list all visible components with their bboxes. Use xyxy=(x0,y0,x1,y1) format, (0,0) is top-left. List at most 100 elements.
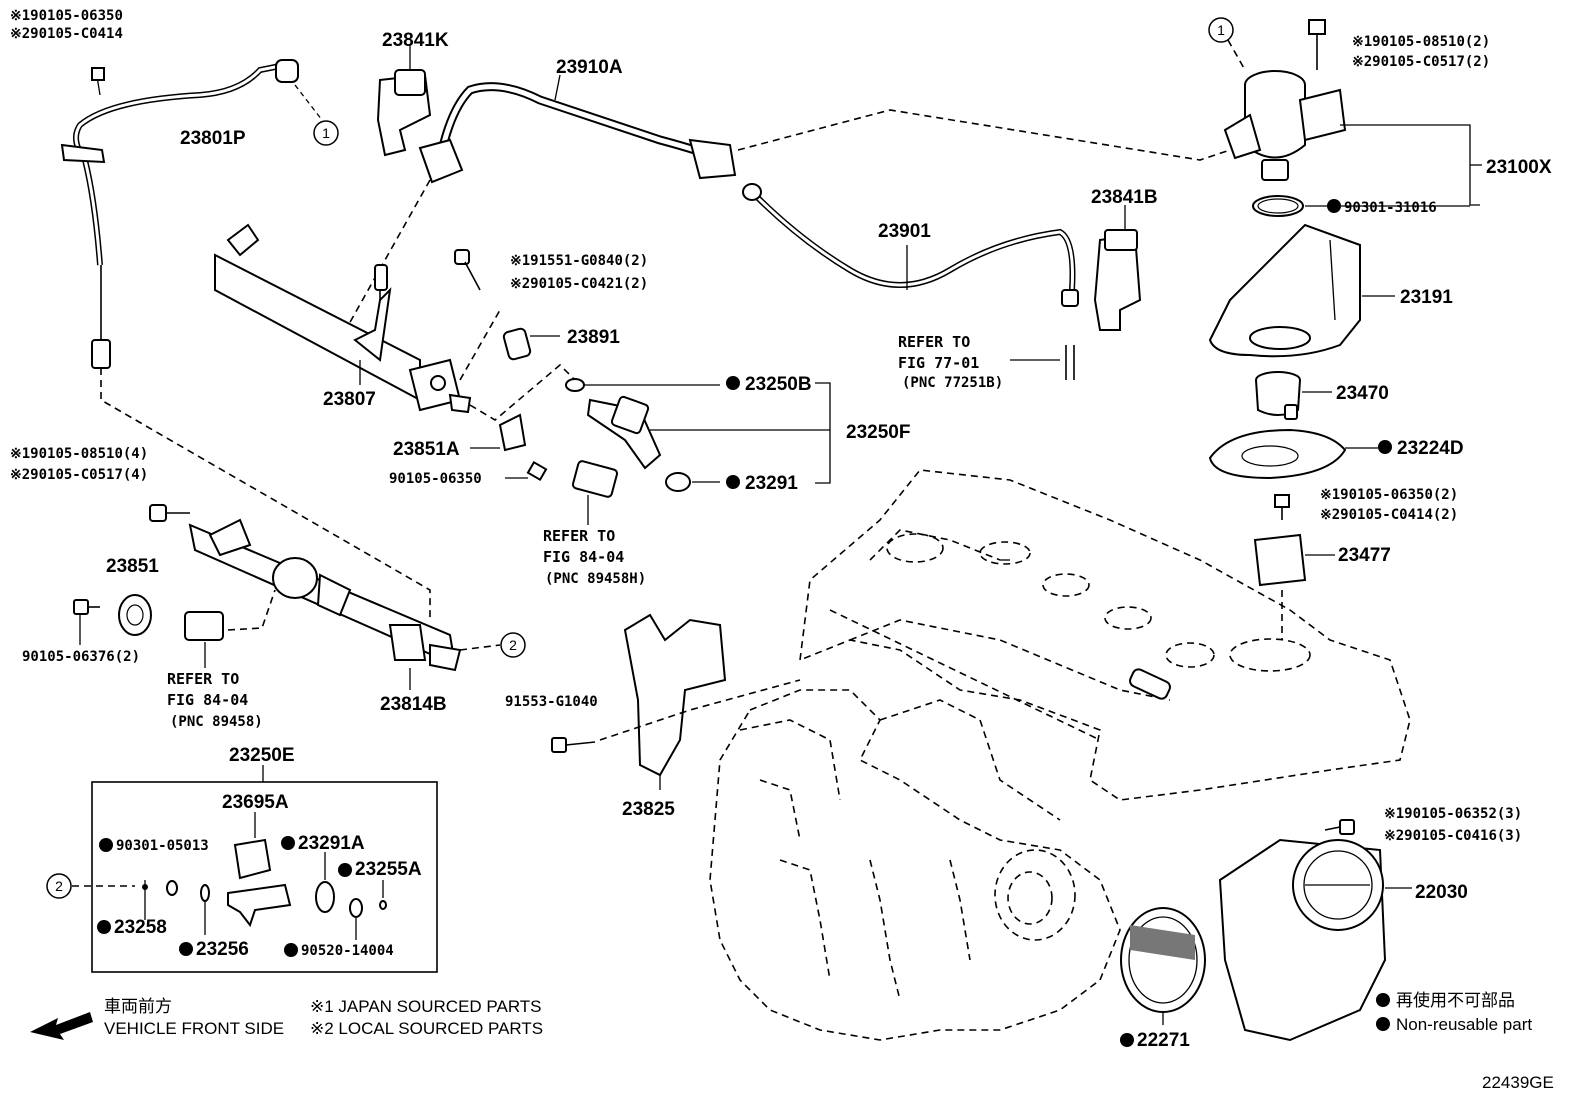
clip-23851A xyxy=(470,413,619,525)
bullet-dot-icon xyxy=(97,920,111,934)
note-rail-2: ※290105-C0517(4) xyxy=(10,467,148,483)
ref3-line2: FIG 84-04 xyxy=(167,691,248,709)
bullet-dot-icon xyxy=(1376,993,1390,1007)
connector-23841K xyxy=(376,45,432,157)
label-23250E: 23250E xyxy=(229,745,295,766)
ref2-line3: (PNC 89458H) xyxy=(545,571,646,587)
front-direction-jp: 車両前方 xyxy=(104,997,172,1016)
note-mid-2: ※290105-C0421(2) xyxy=(510,276,648,292)
ref1-line3: (PNC 77251B) xyxy=(902,375,1003,391)
label-23255A: 23255A xyxy=(355,859,422,880)
bullet-dot-icon xyxy=(1376,1017,1390,1031)
pipe-23901 xyxy=(742,183,1079,380)
nonreusable-legend: 再使用不可部品 Non-reusable part xyxy=(1396,990,1532,1034)
sleeve-23470 xyxy=(1255,371,1332,420)
injector-kit-23250E xyxy=(72,765,438,973)
bullet-dot-icon xyxy=(1378,440,1392,454)
note-tr-1: ※190105-08510(2) xyxy=(1352,34,1490,50)
bullet-dot-icon xyxy=(284,943,298,957)
label-22271: 22271 xyxy=(1137,1030,1190,1051)
front-direction-en: VEHICLE FRONT SIDE xyxy=(104,1019,284,1038)
callout-number: 1 xyxy=(322,125,330,141)
callout-1-top-left: 1 xyxy=(313,120,339,146)
label-90301-31016: 90301-31016 xyxy=(1344,200,1437,216)
engine-outline xyxy=(709,469,1411,1041)
label-23825: 23825 xyxy=(622,799,675,820)
throttle-body-22030 xyxy=(1218,819,1412,1042)
label-23470: 23470 xyxy=(1336,383,1389,404)
note-22030-1: ※190105-06352(3) xyxy=(1384,806,1522,822)
label-23807: 23807 xyxy=(323,389,376,410)
label-23291: 23291 xyxy=(745,473,798,494)
callout-2-rail: 2 xyxy=(500,632,526,658)
label-23100X: 23100X xyxy=(1486,157,1552,178)
hose-23910A xyxy=(339,74,1231,341)
label-23801P: 23801P xyxy=(180,128,246,149)
note-tl-1: ※190105-06350 xyxy=(10,8,123,24)
label-91553-G1040: 91553-G1040 xyxy=(505,694,598,710)
note-22030-2: ※290105-C0416(3) xyxy=(1384,828,1522,844)
ref1-line1: REFER TO xyxy=(898,333,970,351)
label-23224D: 23224D xyxy=(1397,438,1464,459)
label-23841K: 23841K xyxy=(382,30,449,51)
label-23258: 23258 xyxy=(114,917,167,938)
ref3-line1: REFER TO xyxy=(167,670,239,688)
label-23256: 23256 xyxy=(196,939,249,960)
gasket-23224D xyxy=(1208,428,1378,480)
ref1-line2: FIG 77-01 xyxy=(898,354,979,372)
nonreusable-en: Non-reusable part xyxy=(1396,1015,1532,1034)
circle-callout-icon xyxy=(313,120,339,146)
front-direction-legend: 車両前方 VEHICLE FRONT SIDE xyxy=(30,997,284,1040)
label-22030: 22030 xyxy=(1415,882,1468,903)
circle-callout-icon xyxy=(46,873,72,899)
label-23851: 23851 xyxy=(106,556,159,577)
note-23477-2: ※290105-C0414(2) xyxy=(1320,507,1458,523)
label-23477: 23477 xyxy=(1338,545,1391,566)
callout-number: 2 xyxy=(55,878,63,894)
injector-23250F xyxy=(565,378,831,492)
label-23841B: 23841B xyxy=(1091,187,1158,208)
diagram-id: 22439GE xyxy=(1482,1073,1554,1092)
fuel-rail-23814B xyxy=(149,504,501,690)
bullet-dot-icon xyxy=(1327,199,1341,213)
note-mid-1: ※191551-G0840(2) xyxy=(510,253,648,269)
note-rail-1: ※190105-08510(4) xyxy=(10,446,148,462)
label-23814B: 23814B xyxy=(380,694,447,715)
bullet-dot-icon xyxy=(726,376,740,390)
note-tl-2: ※290105-C0414 xyxy=(10,26,123,42)
circle-callout-icon xyxy=(1208,17,1234,43)
label-90105-06376: 90105-06376(2) xyxy=(22,649,140,665)
label-23250B: 23250B xyxy=(745,374,812,395)
label-23891: 23891 xyxy=(567,327,620,348)
label-23910A: 23910A xyxy=(556,57,623,78)
bracket-23191 xyxy=(1208,223,1395,358)
nonreusable-jp: 再使用不可部品 xyxy=(1396,990,1515,1010)
note-23477-1: ※190105-06350(2) xyxy=(1320,487,1458,503)
bracket-23825 xyxy=(551,613,801,790)
bullet-dot-icon xyxy=(726,475,740,489)
bullet-dot-icon xyxy=(338,863,352,877)
label-23250F: 23250F xyxy=(846,422,910,443)
fuel-pump-23100X xyxy=(1223,19,1482,217)
bolt-and-cap-23891 xyxy=(454,249,560,361)
callout-2-kit: 2 xyxy=(46,873,72,899)
sleeve-23477 xyxy=(1253,494,1335,640)
ref2-line1: REFER TO xyxy=(543,527,615,545)
bullet-dot-icon xyxy=(1120,1033,1134,1047)
label-23291A: 23291A xyxy=(298,833,365,854)
local-sourced-note: ※2 LOCAL SOURCED PARTS xyxy=(310,1019,543,1038)
source-legend: ※1 JAPAN SOURCED PARTS ※2 LOCAL SOURCED … xyxy=(310,997,543,1038)
note-tr-2: ※290105-C0517(2) xyxy=(1352,54,1490,70)
grommet-23851 xyxy=(73,589,276,668)
label-23851A: 23851A xyxy=(393,439,460,460)
ref2-line2: FIG 84-04 xyxy=(543,548,624,566)
ref3-line3: (PNC 89458) xyxy=(170,714,263,730)
callout-number: 2 xyxy=(509,637,517,653)
bullet-dot-icon xyxy=(281,836,295,850)
label-90301-05013: 90301-05013 xyxy=(116,838,209,854)
callout-1-top-right: 1 xyxy=(1208,17,1234,43)
japan-sourced-note: ※1 JAPAN SOURCED PARTS xyxy=(310,997,542,1016)
circle-callout-icon xyxy=(500,632,526,658)
label-90105-06350: 90105-06350 xyxy=(389,471,482,487)
